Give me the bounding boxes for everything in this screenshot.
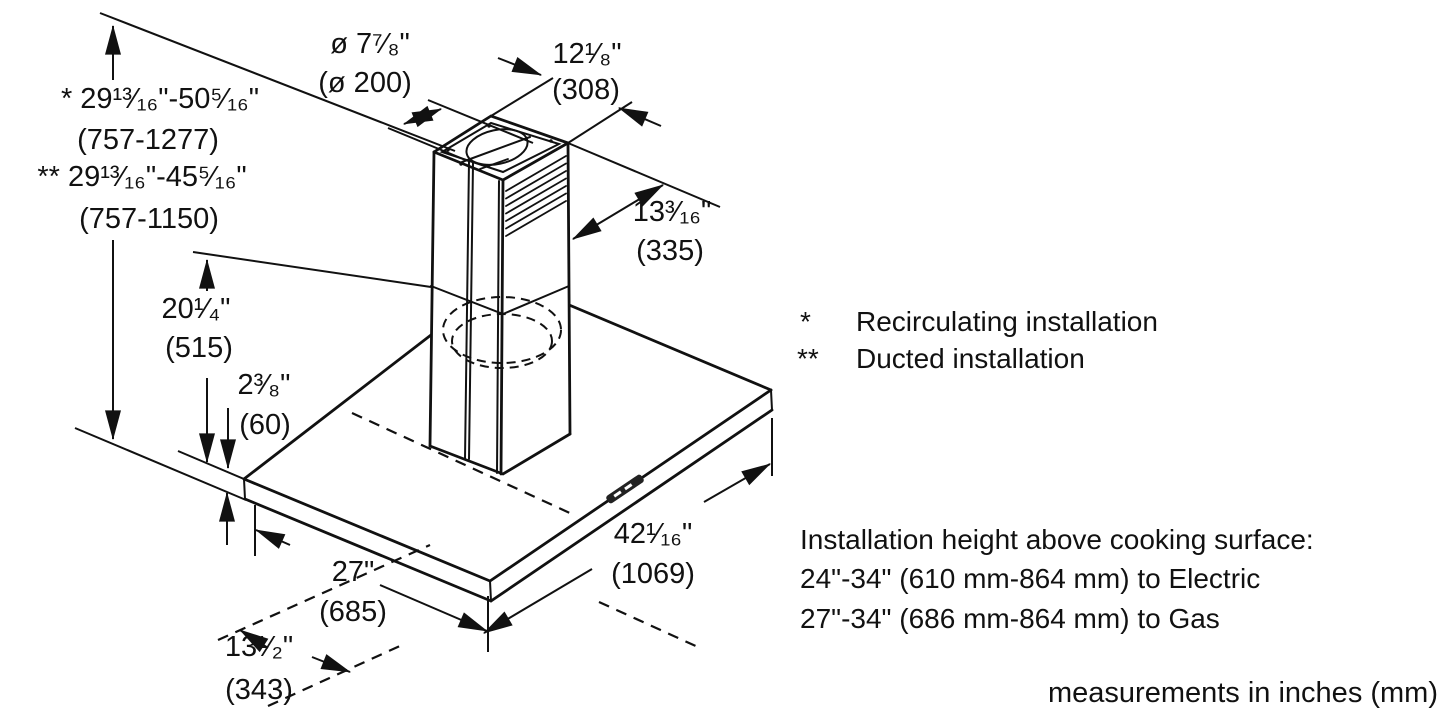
dashed-front-line-2 [267,643,403,708]
label-lower-chimney-in: 20¹⁄₄" [161,293,231,325]
note-line-3: 27"-34" (686 mm-864 mm) to Gas [800,603,1220,634]
chimney-left-edge [428,150,436,448]
label-chimney-width-mm: (308) [552,74,620,106]
label-height-recirc-in: * 29¹³⁄₁₆"-50⁵⁄₁₆" [60,83,260,115]
ext-line-telescope-seam [192,251,432,288]
hidden-blower-outline [442,296,562,364]
dashed-center-line [351,412,573,515]
dim-line-duct-diameter [402,105,443,128]
vent-louvers [505,155,567,237]
note-line-1: Installation height above cooking surfac… [800,524,1314,555]
label-height-ducted-in: ** 29¹³⁄₁₆"-45⁵⁄₁₆" [37,161,247,193]
label-canopy-width-in: 42¹⁄₁₆" [613,518,693,550]
label-duct-diameter-mm: (ø 200) [318,67,412,99]
ext-line-width-1 [490,77,554,117]
dim-line-depth [572,184,664,240]
dim-line-width-right [617,107,662,127]
canopy-front-left-edge [242,477,492,583]
chimney [428,114,572,476]
dim-line-27-left [254,529,291,549]
chimney-panel-seam-1 [464,160,470,460]
legend-recirc-mark: * [800,306,811,337]
dim-line-27-right [379,584,489,632]
label-chimney-depth-in: 13³⁄₁₆" [632,196,712,228]
ext-line-chimney-top [99,12,456,152]
label-canopy-depth-in: 27" [331,556,375,588]
label-canopy-width-mm: (1069) [611,558,695,590]
dashed-front-line-1 [217,543,431,642]
label-lower-chimney-mm: (515) [165,332,233,364]
dim-line-offset-right [311,654,352,673]
canopy-bottom-left-edge [243,497,493,603]
ext-line-duct-2 [427,99,534,144]
ext-line-width-2 [567,101,633,144]
legend-ducted-text: Ducted installation [856,343,1085,374]
ext-line-canopy-top [177,450,259,486]
label-thickness-mm: (60) [239,409,291,441]
dim-line-offset-left [239,629,269,653]
control-panel-strip [606,474,644,504]
legend-recirc-text: Recirculating installation [856,306,1158,337]
label-height-recirc-mm: (757-1277) [77,124,219,156]
ext-line-canopy-bottom [74,427,247,501]
label-thickness-in: 2³⁄₈" [237,369,291,401]
note-line-2: 24"-34" (610 mm-864 mm) to Electric [800,563,1261,594]
ext-line-duct-1 [387,127,469,162]
label-chimney-width-in: 12¹⁄₈" [552,38,622,70]
chimney-right-edge [566,141,572,436]
dim-line-width-left [497,57,543,76]
dashed-right-line [598,600,701,650]
label-canopy-depth-mm: (685) [319,596,387,628]
legend-ducted-mark: ** [797,343,819,374]
dim-line-42-right [703,463,771,503]
label-height-ducted-mm: (757-1150) [79,203,219,235]
hidden-blower-inner [451,313,553,369]
label-duct-diameter-in: ø 7⁷⁄₈" [330,28,410,60]
label-front-offset-in: 13¹⁄₂" [224,631,294,663]
label-front-offset-mm: (343) [225,674,293,706]
label-chimney-depth-mm: (335) [636,235,704,267]
units-footer: measurements in inches (mm) [1048,677,1438,709]
canopy-bottom-right-edge [489,408,774,603]
cooktop-reference-dashed-lines [217,412,701,708]
dimension-lines [74,12,773,673]
chimney-panel-seam-2 [468,162,474,460]
dim-line-42-left [483,568,593,634]
ext-line-depth [567,142,721,208]
chimney-bottom-edges [428,432,572,476]
chimney-front-edge [499,178,505,476]
